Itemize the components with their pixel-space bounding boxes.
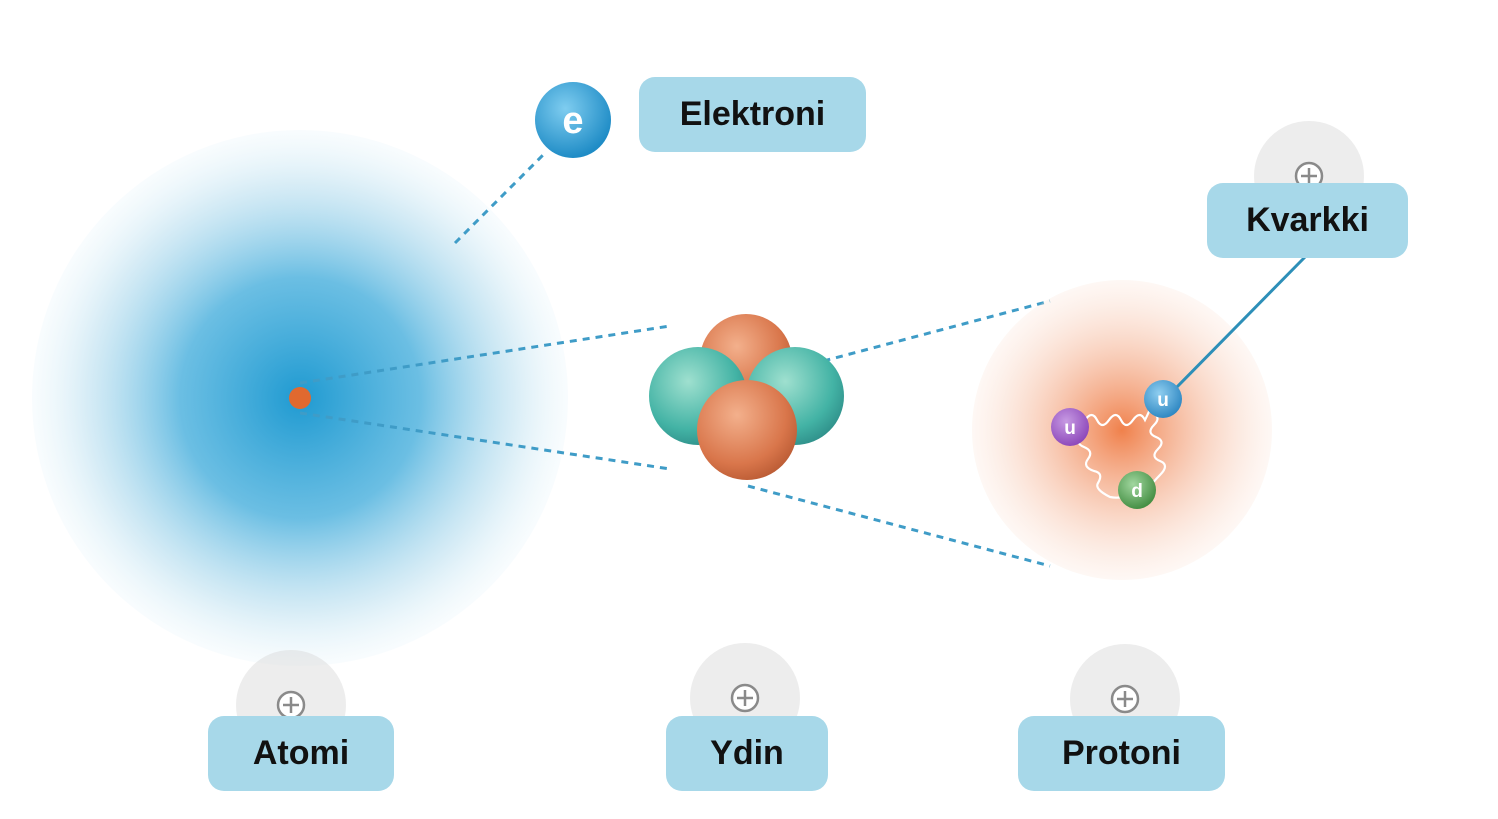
plus-circle-icon [1109, 683, 1141, 715]
plus-circle-icon [729, 682, 761, 714]
electron-particle: e [535, 82, 611, 158]
kvarkki-label[interactable]: Kvarkki [1207, 183, 1408, 258]
proton-glow [972, 280, 1272, 580]
protoni-label[interactable]: Protoni [1018, 716, 1225, 791]
svg-text:u: u [1157, 390, 1169, 411]
electron-symbol: e [562, 100, 583, 142]
quark-down-green: d [1118, 471, 1156, 509]
nucleon-front [697, 380, 797, 480]
atomi-label[interactable]: Atomi [208, 716, 394, 791]
quark-up-purple: u [1051, 408, 1089, 446]
atom-nucleus-dot [289, 387, 311, 409]
svg-text:u: u [1064, 418, 1076, 439]
ydin-label[interactable]: Ydin [666, 716, 828, 791]
svg-text:d: d [1131, 481, 1143, 502]
quark-up-blue: u [1144, 380, 1182, 418]
nucleus-cluster [649, 314, 844, 480]
elektroni-label[interactable]: Elektroni [639, 77, 866, 152]
